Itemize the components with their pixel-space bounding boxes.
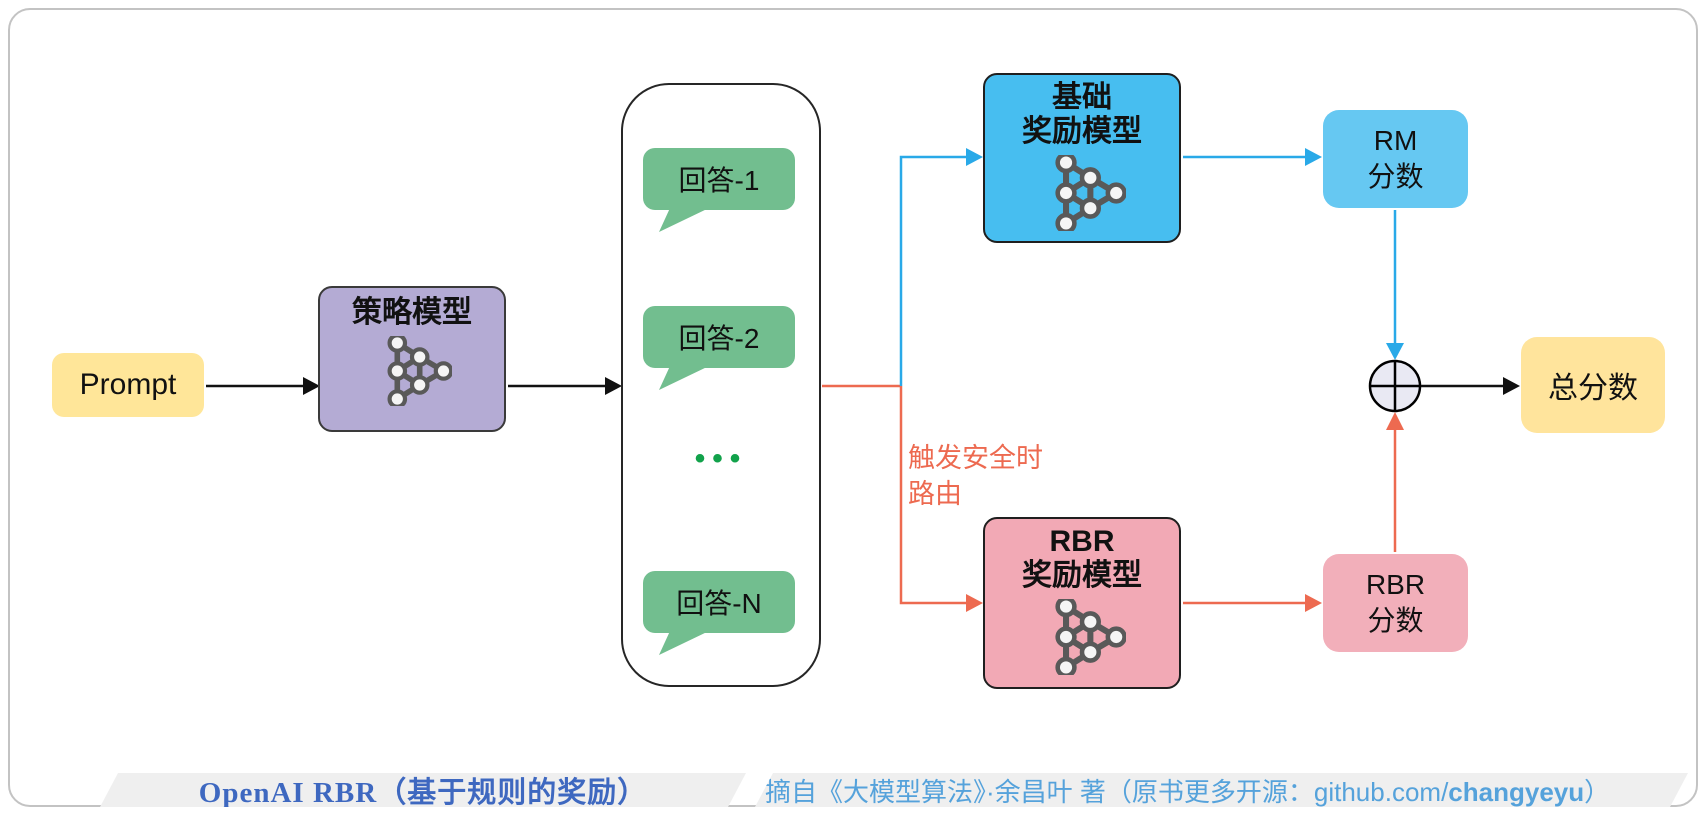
rm-score-box: RM 分数	[1323, 110, 1468, 208]
attribution-github-handle: changyeyu	[1448, 776, 1585, 807]
rm-score-line1: RM	[1373, 125, 1418, 156]
base-reward-model-box: 基础 奖励模型	[983, 73, 1181, 243]
answer-n-label: 回答-N	[676, 588, 762, 619]
answer-2-label: 回答-2	[678, 323, 760, 354]
prompt-label: Prompt	[79, 368, 177, 401]
total-score-box: 总分数	[1521, 337, 1665, 433]
speech-tail-icon	[659, 366, 709, 390]
neural-network-icon	[1055, 155, 1126, 231]
rbr-score-line2: 分数	[1367, 605, 1424, 636]
speech-tail-icon	[659, 208, 709, 232]
footer-title-band: OpenAI RBR（基于规则的奖励）	[100, 773, 746, 807]
attribution-suffix: ）	[1584, 776, 1611, 807]
neural-network-icon	[387, 336, 452, 406]
base-reward-model-title-line2: 奖励模型	[1022, 115, 1142, 148]
answer-1-label: 回答-1	[678, 165, 760, 196]
answer-bubble-2: 回答-2	[643, 306, 795, 390]
rbr-score-line1: RBR	[1365, 569, 1426, 600]
attribution-prefix: 摘自《大模型算法》·余昌叶 著（原书更多开源：github.com/	[765, 776, 1449, 807]
answer-bubble-1: 回答-1	[643, 148, 795, 232]
policy-model-box: 策略模型	[318, 286, 506, 432]
speech-tail-icon	[659, 631, 709, 655]
rbr-reward-model-title-line1: RBR	[1049, 525, 1115, 558]
neural-network-icon	[1055, 599, 1126, 675]
rbr-score-box: RBR 分数	[1323, 554, 1468, 652]
ellipsis-dots: •••	[694, 442, 748, 475]
rbr-reward-model-box: RBR 奖励模型	[983, 517, 1181, 689]
safety-route-line1: 触发安全时	[908, 443, 1043, 473]
base-reward-model-title-line1: 基础	[1052, 81, 1112, 114]
footer-title: OpenAI RBR（基于规则的奖励）	[198, 777, 648, 809]
rbr-reward-model-title-line2: 奖励模型	[1022, 559, 1142, 592]
total-score-label: 总分数	[1548, 372, 1638, 405]
footer-attribution: 摘自《大模型算法》·余昌叶 著（原书更多开源：github.com/changy…	[765, 772, 1610, 809]
answer-bubble-n: 回答-N	[643, 571, 795, 655]
prompt-box: Prompt	[52, 353, 204, 417]
safety-route-label: 触发安全时 路由	[908, 440, 1043, 512]
safety-route-line2: 路由	[908, 479, 962, 509]
rm-score-line2: 分数	[1367, 161, 1424, 192]
footer-attribution-band: 摘自《大模型算法》·余昌叶 著（原书更多开源：github.com/changy…	[755, 773, 1688, 807]
policy-model-title: 策略模型	[352, 296, 472, 329]
